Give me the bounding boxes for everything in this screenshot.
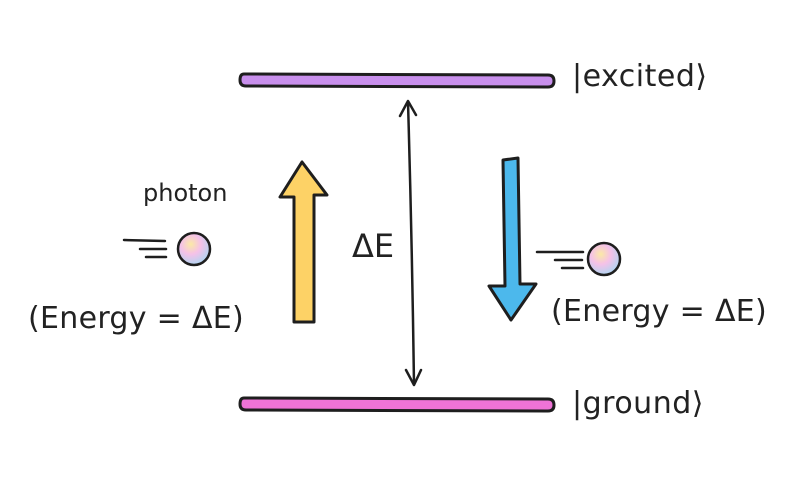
emission-arrow [487,156,538,322]
excited-level-bar [238,72,556,89]
emitted-energy-label: (Energy = ΔE) [551,294,768,329]
excited-level-label: |excited⟩ [572,59,708,94]
energy-gap-arrow [398,99,423,387]
ground-level-label: |ground⟩ [572,386,704,421]
absorbed-energy-label: (Energy = ΔE) [28,301,245,336]
motion-lines-icon [122,238,168,259]
photon-label: photon [143,179,228,207]
energy-gap-label: ΔE [352,227,395,265]
motion-lines-icon [535,250,585,270]
emitted-photon [535,241,622,277]
incoming-photon [122,231,212,267]
photon-icon [586,241,622,277]
absorption-arrow [278,160,329,324]
ground-level-bar [238,396,556,413]
photon-icon [176,231,212,267]
